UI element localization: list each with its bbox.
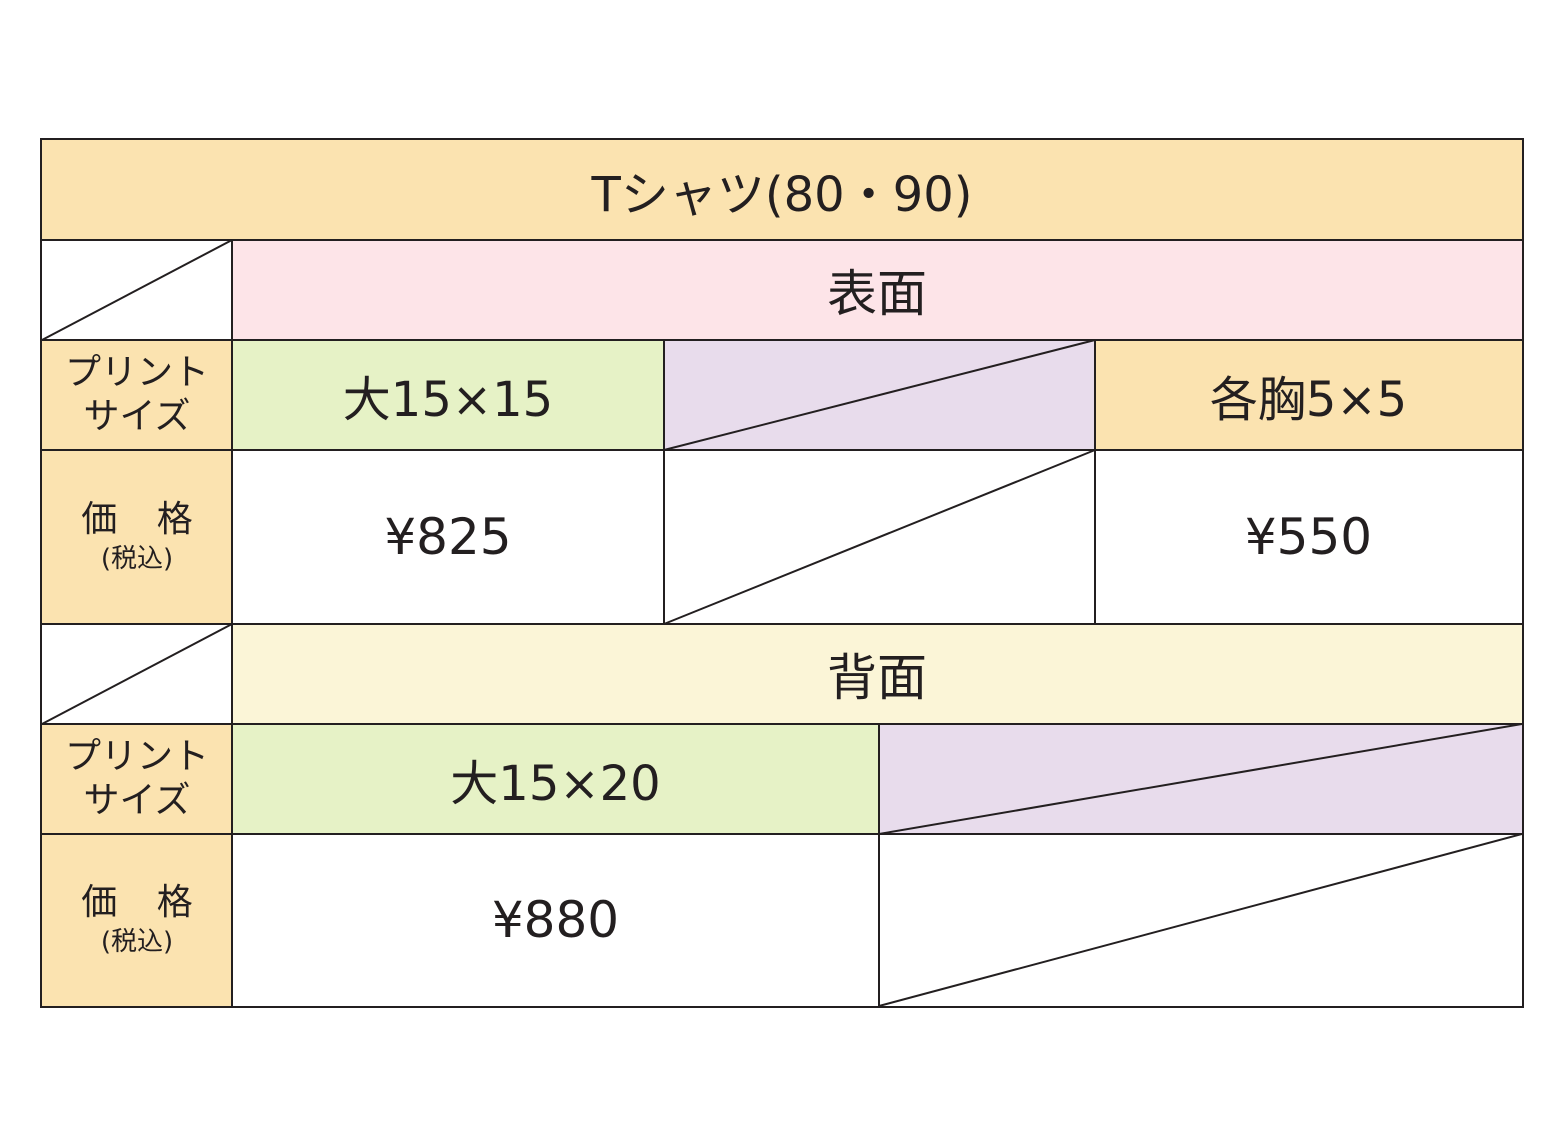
front-size-label: プリント サイズ: [42, 340, 232, 450]
back-size-label-line2: サイズ: [83, 780, 191, 821]
table-title: Tシャツ(80・90): [42, 140, 1522, 240]
back-size-empty: [879, 724, 1522, 834]
front-size-empty: [664, 340, 1095, 450]
front-size-label-line1: プリント: [64, 352, 209, 393]
front-corner-cell: [42, 240, 232, 340]
front-heading: 表面: [232, 240, 1522, 340]
front-size-chest: 各胸5×5: [1095, 340, 1522, 450]
back-heading-text: 背面: [827, 649, 927, 707]
front-price-large: ¥825: [232, 450, 664, 624]
front-size-label-line2: サイズ: [83, 396, 191, 437]
back-price-label: 価 格 (税込): [42, 834, 232, 1006]
price-table: Tシャツ(80・90) 表面 プリント サイズ 大15×15 各胸5×5 価 格…: [40, 138, 1524, 1008]
front-price-label: 価 格 (税込): [42, 450, 232, 624]
front-price-large-text: ¥825: [384, 508, 512, 566]
front-heading-text: 表面: [827, 265, 927, 323]
front-size-chest-text: 各胸5×5: [1209, 372, 1408, 428]
back-size-label-line1: プリント: [64, 736, 209, 777]
back-size-label: プリント サイズ: [42, 724, 232, 834]
back-price-label-line2: (税込): [100, 927, 174, 957]
front-price-chest-text: ¥550: [1244, 508, 1373, 566]
back-price-label-line1: 価 格: [81, 882, 207, 923]
back-corner-cell: [42, 624, 232, 724]
front-price-label-line1: 価 格: [81, 499, 207, 540]
front-price-empty: [664, 450, 1095, 624]
front-size-large: 大15×15: [232, 340, 664, 450]
back-price-large: ¥880: [232, 834, 879, 1006]
back-size-large: 大15×20: [232, 724, 879, 834]
front-price-chest: ¥550: [1095, 450, 1522, 624]
back-price-large-text: ¥880: [491, 891, 620, 949]
front-price-label-line2: (税込): [100, 544, 174, 574]
title-text: Tシャツ(80・90): [591, 167, 973, 223]
back-price-empty: [879, 834, 1522, 1006]
back-heading: 背面: [232, 624, 1522, 724]
back-size-large-text: 大15×20: [450, 756, 661, 812]
front-size-large-text: 大15×15: [342, 372, 554, 428]
